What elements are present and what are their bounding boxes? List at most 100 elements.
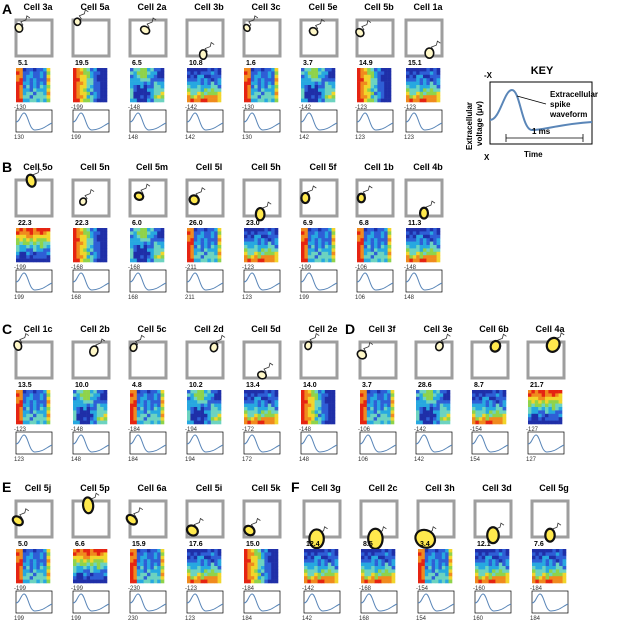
rate-map-pixel bbox=[187, 231, 191, 236]
rate-map-pixel bbox=[264, 566, 269, 570]
rate-map-pixel bbox=[304, 98, 309, 103]
rate-map-pixel bbox=[43, 400, 47, 404]
rate-map-pixel bbox=[433, 238, 437, 242]
rate-map-pixel bbox=[311, 71, 315, 76]
rate-map-pixel bbox=[93, 569, 98, 574]
rate-map-pixel bbox=[140, 68, 144, 72]
rate-map-pixel bbox=[247, 78, 252, 82]
rate-map-pixel bbox=[36, 85, 41, 89]
rate-map-pixel bbox=[96, 569, 101, 574]
rate-map-pixel bbox=[76, 579, 81, 584]
rate-map-pixel bbox=[90, 400, 94, 404]
rate-map-pixel bbox=[29, 258, 34, 263]
rate-map-pixel bbox=[321, 245, 326, 249]
rate-map-pixel bbox=[274, 258, 279, 263]
rate-map-pixel bbox=[331, 552, 335, 557]
rate-map-pixel bbox=[147, 71, 151, 76]
rate-map-pixel bbox=[271, 400, 275, 404]
rate-map-pixel bbox=[419, 91, 424, 96]
rate-map-pixel bbox=[93, 576, 98, 580]
cell-name: Cell 2a bbox=[137, 2, 167, 12]
rate-map-pixel bbox=[423, 258, 427, 263]
rate-map-pixel bbox=[264, 81, 269, 86]
rate-map-pixel bbox=[33, 413, 37, 418]
rate-map-pixel bbox=[133, 78, 138, 82]
rate-map-pixel bbox=[210, 576, 215, 580]
rate-map-pixel bbox=[29, 417, 34, 421]
rate-map-pixel bbox=[321, 576, 325, 580]
rate-map-pixel bbox=[217, 234, 222, 239]
rate-map-pixel bbox=[147, 74, 151, 79]
rate-map-pixel bbox=[314, 413, 319, 418]
rate-map-pixel bbox=[387, 390, 391, 394]
rate-map-pixel bbox=[140, 562, 144, 567]
rate-map-pixel bbox=[532, 569, 536, 574]
rate-map-pixel bbox=[261, 562, 265, 567]
key-title: KEY bbox=[531, 65, 554, 77]
rate-map-pixel bbox=[93, 238, 98, 242]
rate-map-pixel bbox=[311, 251, 315, 256]
rate-map-pixel bbox=[495, 579, 500, 584]
rate-map-pixel bbox=[409, 241, 414, 246]
rate-map-pixel bbox=[383, 407, 388, 411]
rate-map-pixel bbox=[311, 238, 315, 242]
rate-map-pixel bbox=[160, 231, 165, 236]
rate-map-pixel bbox=[559, 552, 563, 557]
rate-map-pixel bbox=[361, 579, 365, 584]
rate-map-pixel bbox=[318, 81, 322, 86]
rate-map-pixel bbox=[150, 98, 155, 103]
rate-map-pixel bbox=[499, 410, 503, 415]
rate-map-pixel bbox=[187, 234, 191, 239]
rate-map-pixel bbox=[374, 251, 378, 256]
rate-map-pixel bbox=[39, 579, 44, 584]
waveform-min-label: -123 bbox=[185, 586, 198, 592]
rate-map-pixel bbox=[26, 78, 30, 82]
rate-map-pixel bbox=[247, 407, 252, 411]
rate-map-pixel bbox=[331, 88, 336, 93]
rate-map-pixel bbox=[83, 555, 87, 560]
rate-map-pixel bbox=[304, 572, 308, 577]
rate-map-pixel bbox=[373, 410, 378, 415]
rate-map-pixel bbox=[133, 258, 138, 263]
rate-map-pixel bbox=[90, 255, 94, 259]
rate-map-pixel bbox=[190, 248, 195, 253]
rate-map-pixel bbox=[416, 255, 420, 259]
arena-icon bbox=[404, 18, 444, 58]
rate-map-pixel bbox=[160, 420, 165, 425]
rate-map-pixel bbox=[147, 417, 151, 421]
rate-map-pixel bbox=[374, 241, 378, 246]
rate-map-pixel bbox=[254, 255, 258, 259]
rate-map-pixel bbox=[190, 238, 195, 242]
rate-map-pixel bbox=[538, 549, 543, 553]
rate-map-pixel bbox=[331, 74, 336, 79]
rate-map-pixel bbox=[76, 552, 81, 557]
rate-map-pixel bbox=[86, 81, 91, 86]
rate-map-pixel bbox=[311, 98, 315, 103]
rate-map-pixel bbox=[435, 559, 439, 563]
rate-map-pixel bbox=[100, 417, 104, 421]
rate-map-pixel bbox=[541, 420, 546, 425]
rate-map-pixel bbox=[100, 98, 104, 103]
rate-map-pixel bbox=[210, 228, 215, 232]
waveform-icon bbox=[72, 112, 110, 131]
waveform-box bbox=[243, 109, 281, 133]
rate-map-pixel bbox=[73, 555, 77, 560]
rate-map-pixel bbox=[16, 245, 20, 249]
rate-map-pixel bbox=[433, 88, 437, 93]
rate-map-pixel bbox=[33, 74, 37, 79]
rate-map-pixel bbox=[93, 413, 98, 418]
rate-map-pixel bbox=[314, 403, 319, 408]
rate-map-pixel bbox=[412, 95, 417, 99]
rate-map-pixel bbox=[190, 396, 195, 401]
rate-map-pixel bbox=[26, 420, 30, 425]
rate-map-pixel bbox=[217, 88, 222, 93]
waveform-box bbox=[415, 431, 453, 455]
rate-map-pixel bbox=[43, 572, 47, 577]
rate-map-pixel bbox=[90, 85, 94, 89]
rate-map-pixel bbox=[250, 390, 255, 394]
rate-map-pixel bbox=[207, 251, 212, 256]
rate-map-pixel bbox=[502, 403, 507, 408]
rate-map-pixel bbox=[76, 234, 81, 239]
rate-map-pixel bbox=[321, 413, 326, 418]
